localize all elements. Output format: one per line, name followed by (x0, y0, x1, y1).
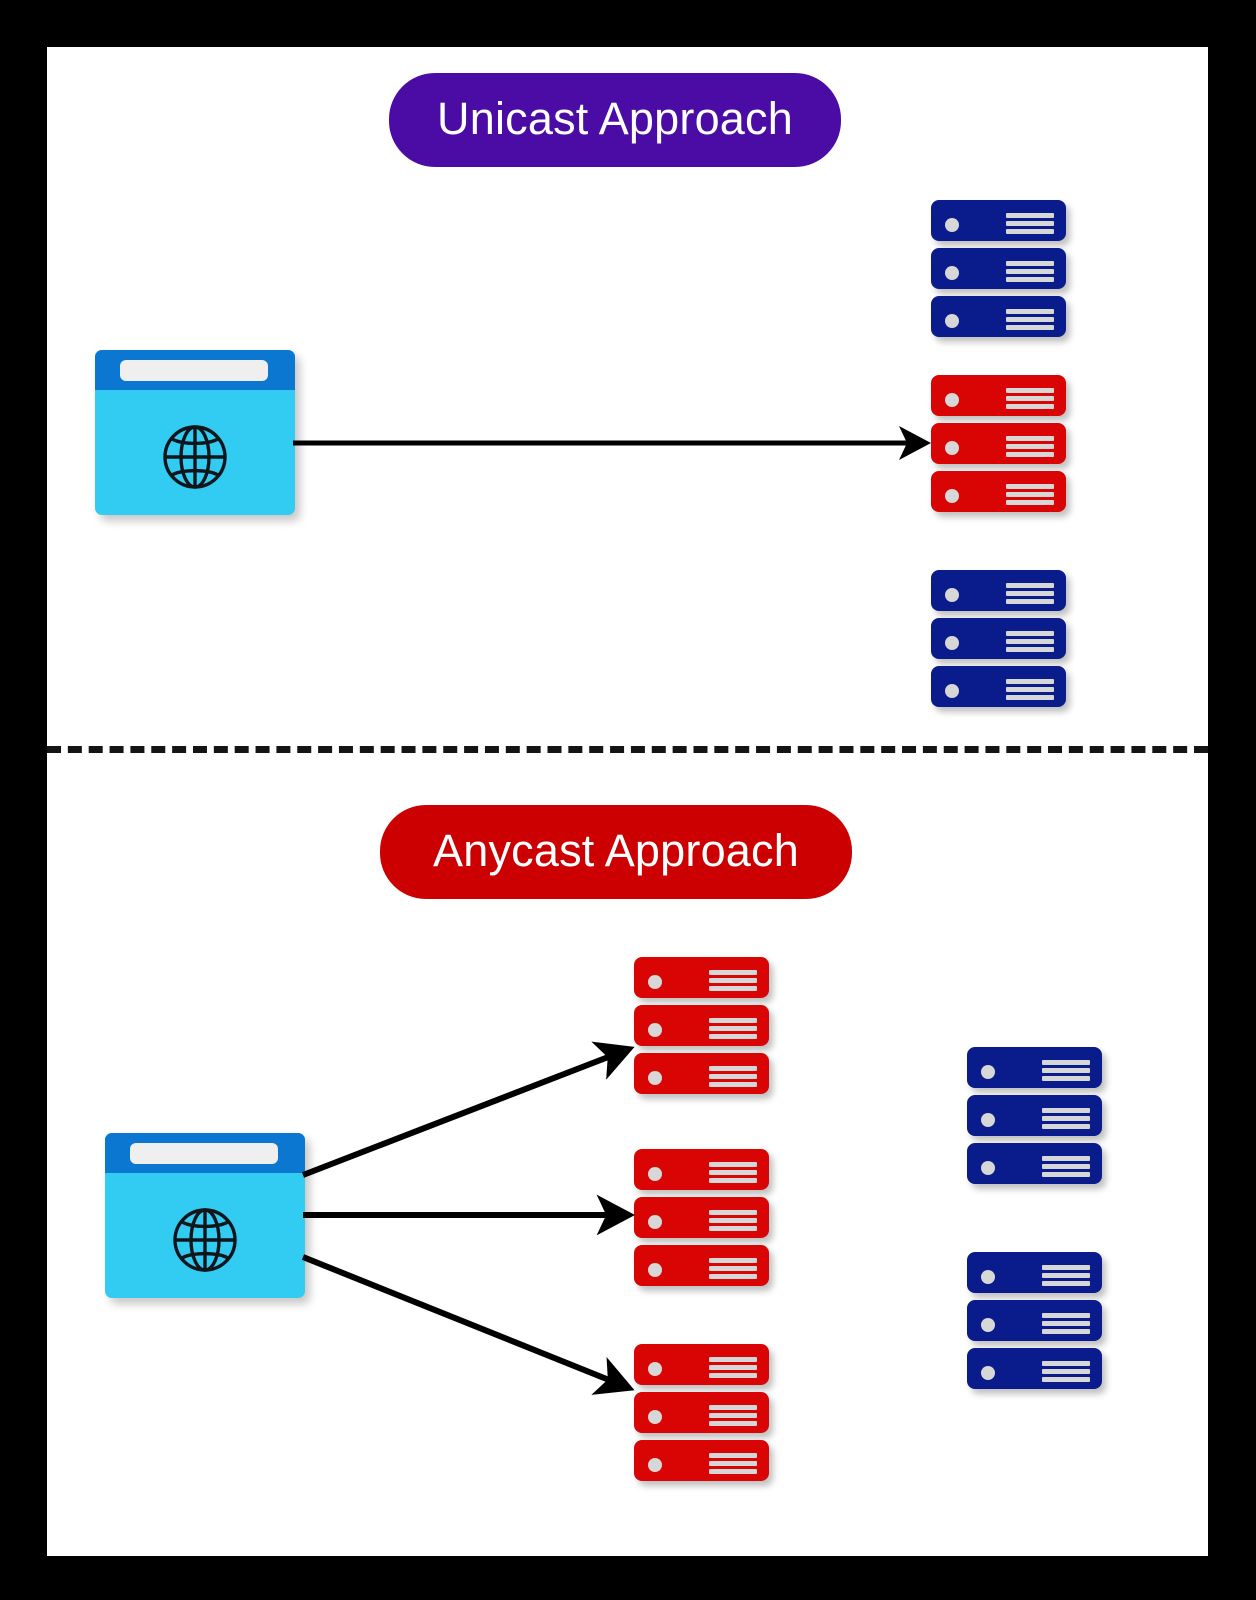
server-unit (634, 1392, 769, 1433)
server-led-icon (648, 1263, 662, 1277)
server-led-icon (945, 588, 959, 602)
unicast-servers-bottom (931, 570, 1066, 707)
anycast-arrow-to-top-servers (301, 1041, 635, 1178)
server-unit (634, 1344, 769, 1385)
server-led-icon (945, 314, 959, 328)
server-led-icon (648, 1362, 662, 1376)
server-vents-icon (709, 970, 757, 991)
server-led-icon (945, 441, 959, 455)
server-led-icon (945, 266, 959, 280)
server-led-icon (981, 1065, 995, 1079)
server-unit (634, 1245, 769, 1286)
anycast-servers-top (634, 957, 769, 1094)
server-led-icon (648, 1023, 662, 1037)
server-vents-icon (1006, 583, 1054, 604)
server-unit (931, 666, 1066, 707)
server-led-icon (981, 1161, 995, 1175)
server-vents-icon (1006, 679, 1054, 700)
section-divider (47, 746, 1208, 753)
anycast-servers-middle (634, 1149, 769, 1286)
server-led-icon (981, 1113, 995, 1127)
server-unit (931, 423, 1066, 464)
server-vents-icon (1006, 261, 1054, 282)
server-unit (931, 248, 1066, 289)
anycast-servers-right-lower (967, 1252, 1102, 1389)
unicast-servers-top (931, 200, 1066, 337)
server-vents-icon (1006, 484, 1054, 505)
server-unit (967, 1095, 1102, 1136)
server-vents-icon (1006, 213, 1054, 234)
server-unit (634, 1440, 769, 1481)
browser-address-bar[interactable] (130, 1143, 278, 1164)
server-unit (634, 1197, 769, 1238)
server-led-icon (981, 1318, 995, 1332)
server-vents-icon (1006, 631, 1054, 652)
server-led-icon (945, 393, 959, 407)
server-unit (967, 1300, 1102, 1341)
server-led-icon (648, 975, 662, 989)
browser-title-bar (95, 350, 295, 390)
server-vents-icon (1042, 1156, 1090, 1177)
server-led-icon (648, 1215, 662, 1229)
server-vents-icon (709, 1066, 757, 1087)
server-led-icon (945, 684, 959, 698)
server-vents-icon (709, 1210, 757, 1231)
server-unit (634, 1149, 769, 1190)
server-unit (967, 1047, 1102, 1088)
diagram-canvas: Unicast Approach (47, 47, 1208, 1556)
globe-icon (163, 425, 227, 489)
server-led-icon (648, 1410, 662, 1424)
server-vents-icon (709, 1357, 757, 1378)
anycast-client-browser[interactable] (105, 1133, 305, 1298)
server-vents-icon (1042, 1313, 1090, 1334)
globe-icon (173, 1208, 237, 1272)
server-vents-icon (709, 1162, 757, 1183)
server-vents-icon (1006, 436, 1054, 457)
browser-title-bar (105, 1133, 305, 1173)
server-vents-icon (1006, 388, 1054, 409)
server-led-icon (945, 489, 959, 503)
server-led-icon (981, 1270, 995, 1284)
anycast-servers-bottom (634, 1344, 769, 1481)
server-led-icon (648, 1071, 662, 1085)
server-unit (967, 1252, 1102, 1293)
server-unit (634, 957, 769, 998)
server-led-icon (945, 218, 959, 232)
server-led-icon (648, 1167, 662, 1181)
server-unit (634, 1005, 769, 1046)
server-vents-icon (709, 1453, 757, 1474)
server-vents-icon (1042, 1265, 1090, 1286)
anycast-section-title: Anycast Approach (380, 805, 852, 899)
server-vents-icon (709, 1405, 757, 1426)
server-unit (931, 618, 1066, 659)
server-vents-icon (1042, 1108, 1090, 1129)
server-unit (931, 296, 1066, 337)
server-unit (634, 1053, 769, 1094)
anycast-servers-right-upper (967, 1047, 1102, 1184)
server-unit (967, 1143, 1102, 1184)
server-vents-icon (1042, 1361, 1090, 1382)
server-unit (931, 471, 1066, 512)
server-vents-icon (1006, 309, 1054, 330)
browser-address-bar[interactable] (120, 360, 268, 381)
server-unit (931, 570, 1066, 611)
server-led-icon (981, 1366, 995, 1380)
anycast-arrow-to-bottom-servers (301, 1254, 635, 1395)
unicast-section-title: Unicast Approach (389, 73, 841, 167)
server-unit (931, 375, 1066, 416)
server-vents-icon (709, 1018, 757, 1039)
server-led-icon (945, 636, 959, 650)
server-unit (931, 200, 1066, 241)
server-vents-icon (709, 1258, 757, 1279)
unicast-client-browser[interactable] (95, 350, 295, 515)
unicast-servers-middle (931, 375, 1066, 512)
server-unit (967, 1348, 1102, 1389)
server-led-icon (648, 1458, 662, 1472)
server-vents-icon (1042, 1060, 1090, 1081)
